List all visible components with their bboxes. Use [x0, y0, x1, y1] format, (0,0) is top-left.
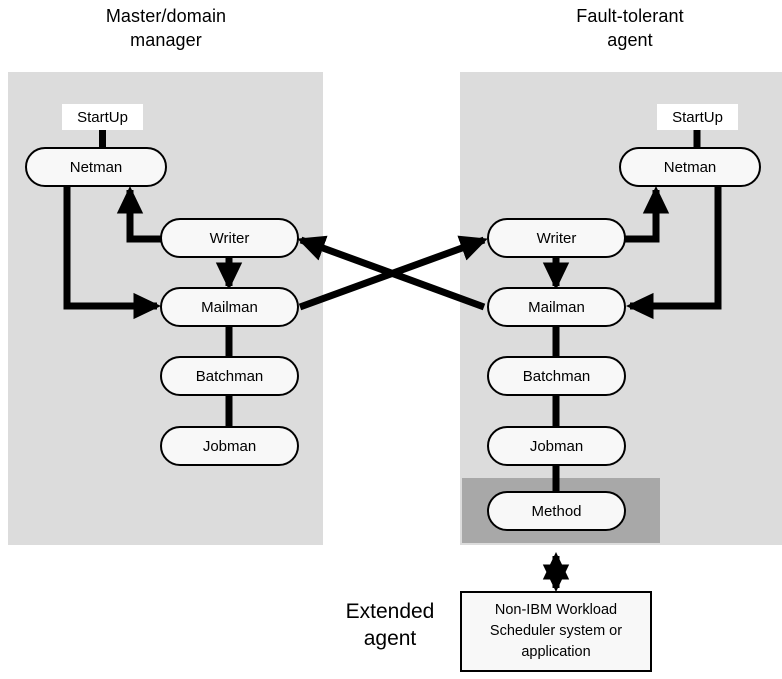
master-startup-label: StartUp: [77, 108, 128, 126]
extended-agent-label: Extended agent: [345, 600, 435, 650]
master-domain-manager-title: Master/domain manager: [105, 6, 227, 50]
external-system-box[interactable]: Non-IBM Workload Scheduler system or app…: [460, 591, 652, 672]
fta-batchman-label: Batchman: [522, 367, 591, 385]
external-system-label: Non-IBM Workload Scheduler system or app…: [489, 602, 623, 660]
fta-jobman-label: Jobman: [529, 437, 584, 455]
master-mailman-node[interactable]: Mailman: [160, 287, 299, 327]
master-batchman-label: Batchman: [195, 367, 264, 385]
master-netman-label: Netman: [69, 158, 123, 176]
fta-startup-box[interactable]: StartUp: [657, 104, 738, 130]
fta-writer-label: Writer: [536, 229, 577, 247]
master-writer-node[interactable]: Writer: [160, 218, 299, 258]
fta-mailman-label: Mailman: [528, 298, 585, 316]
master-mailman-label: Mailman: [201, 298, 258, 316]
fta-netman-node[interactable]: Netman: [619, 147, 761, 187]
fta-startup-label: StartUp: [672, 108, 723, 126]
fta-method-node[interactable]: Method: [487, 491, 626, 531]
fta-batchman-node[interactable]: Batchman: [487, 356, 626, 396]
master-writer-label: Writer: [209, 229, 250, 247]
master-netman-node[interactable]: Netman: [25, 147, 167, 187]
master-jobman-node[interactable]: Jobman: [160, 426, 299, 466]
fta-jobman-node[interactable]: Jobman: [487, 426, 626, 466]
edge-fta-mailman-to-master-writer: [297, 235, 486, 311]
master-jobman-label: Jobman: [202, 437, 257, 455]
fta-mailman-node[interactable]: Mailman: [487, 287, 626, 327]
master-batchman-node[interactable]: Batchman: [160, 356, 299, 396]
fta-writer-node[interactable]: Writer: [487, 218, 626, 258]
fault-tolerant-agent-title: Fault-tolerant agent: [576, 6, 684, 50]
fta-method-label: Method: [531, 502, 582, 520]
master-startup-box[interactable]: StartUp: [62, 104, 143, 130]
fta-netman-label: Netman: [663, 158, 717, 176]
edge-master-mailman-to-fta-writer: [298, 235, 488, 311]
